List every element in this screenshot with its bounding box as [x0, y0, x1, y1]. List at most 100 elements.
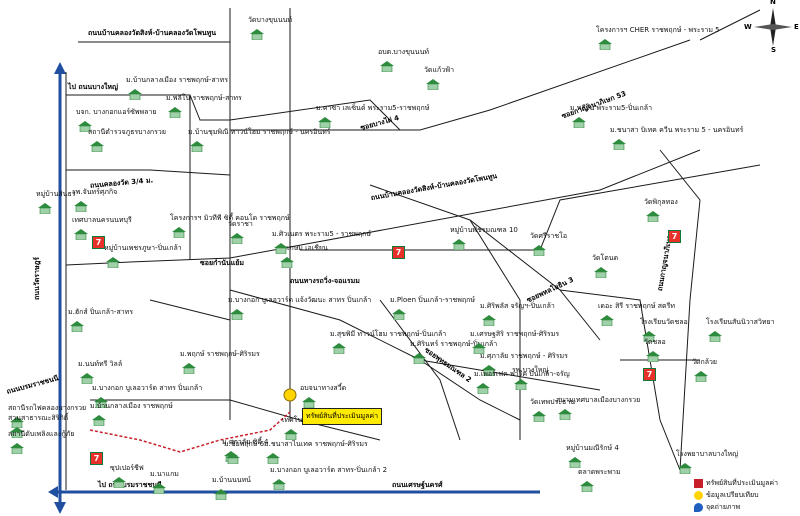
place-label: เดอะ สิรี ราชพฤกษ์ สตรีท	[598, 302, 675, 310]
place-label: ม.ชนาสาไนเทค ราชพฤกษ์-ศิริรมร	[264, 440, 368, 448]
house-icon	[412, 349, 426, 365]
road-arrows	[48, 62, 66, 514]
place-label: ซุปเปอร์ชีฟ	[110, 464, 144, 472]
house-icon	[128, 85, 142, 101]
house-icon	[266, 449, 280, 465]
house-icon	[392, 305, 406, 321]
place-label: ม.บางกอก บูเลอวาร์ด แจ้งวัฒนะ สาทร ปิ่นเ…	[228, 296, 372, 304]
arrow-up-icon	[54, 62, 66, 74]
place-label: วัดบางขุนนนท์	[248, 16, 293, 24]
place-label: ม.บ้านกลางเมือง ราชพฤกษ์-สาทร	[126, 76, 228, 84]
place-label: ม.พลีโน่ ราชพฤกษ์-สาทร	[166, 94, 242, 102]
house-icon	[598, 35, 612, 51]
house-icon	[426, 75, 440, 91]
place-label: หมู่บ้านสินธร	[36, 190, 76, 198]
place-label: ม.ฮักส์ ปิ่นเกล้า-สาทร	[68, 308, 134, 316]
house-icon	[214, 485, 228, 501]
place-label: วัดกล้วย	[692, 358, 718, 366]
house-icon	[70, 317, 84, 333]
place-label: วัดชลอ	[644, 338, 666, 346]
place-label: ม.เศรษฐสิริ ราชพฤกษ์-ศิริรมร	[470, 330, 560, 338]
house-icon	[168, 103, 182, 119]
compass-south: S	[771, 46, 777, 54]
place-label: วัดโตนด	[592, 254, 619, 262]
house-icon	[694, 367, 708, 383]
house-icon	[472, 339, 486, 355]
legend-swatch-icon	[694, 478, 703, 488]
place-label: รพ.จันทร์ศุภกิจ	[72, 188, 118, 196]
place-label: ม.คาซ่า เลเซ็นด์ พระราม5-ราชพฤกษ์	[316, 104, 430, 112]
place-label: วัดศรีราชโอ	[530, 232, 568, 240]
place-label: โรงพยาบาลบางใหญ่	[676, 450, 739, 458]
house-icon	[572, 113, 586, 129]
place-label: ม.Ploen ปิ่นเกล้า-ราชพฤกษ์	[390, 296, 476, 304]
house-icon	[230, 305, 244, 321]
place-label: ม.นาแกม	[150, 470, 179, 478]
place-label: บจก. บางกอกแอร์ซัพพลาย	[76, 108, 157, 116]
house-icon	[230, 229, 244, 245]
place-label: ม.ชนาสา บิเทค ควีน พระราม 5 - นครอินทร์	[610, 126, 744, 134]
convenience-store-icon: 7	[90, 452, 103, 465]
arrow-down-icon	[54, 502, 66, 514]
legend-label: ทรัพย์สินที่ประเมินมูลค่า	[706, 479, 779, 487]
house-icon	[302, 393, 316, 409]
arrow-left-icon	[48, 486, 58, 498]
house-icon	[190, 137, 204, 153]
road-label-vertical-left: ถนนวัดราษฎร์	[33, 256, 41, 300]
house-icon	[476, 379, 490, 395]
convenience-store-icon: 7	[92, 236, 105, 249]
house-icon	[612, 135, 626, 151]
place-label: อบจนาทางสวี์ด	[300, 384, 347, 392]
house-icon	[452, 235, 466, 251]
house-icon	[274, 239, 288, 255]
house-icon	[532, 407, 546, 423]
place-label: ม.ศิรินทร์ ราชพฤกษ์-ปิ่นเกล้า	[410, 340, 498, 348]
house-icon	[106, 253, 120, 269]
place-label: ม.ศุภาลัย ราชพฤกษ์ - ศิริรมร	[480, 352, 568, 360]
road-label-center-horizontal: ถนนทางรถวิ่ง-จอแรมม	[290, 277, 360, 285]
legend-item-comparison: ข้อมูลเปรียบเทียบ	[694, 490, 759, 501]
place-label: เทศบาลนครนนทบุรี	[72, 216, 132, 224]
house-icon	[708, 327, 722, 343]
convenience-store-icon: 7	[668, 230, 681, 243]
place-label: ม.บ้านชุมพิณี ทาวน์โฮม ราชพฤกษ์ - นครอิน…	[188, 128, 331, 136]
place-label: ม.พฤกษ์ ราชพฤกษ์-ศิริรมร	[180, 350, 260, 358]
compass-rose: N S E W	[744, 0, 799, 54]
property-callout: ทรัพย์สินที่ประเมินมูลค่า	[302, 408, 383, 425]
place-label: หมู่บ้านมณีรักษ์ 4	[566, 444, 619, 452]
property-marker-icon	[283, 388, 297, 402]
place-label: วัดราชา	[228, 220, 253, 228]
place-label: วัดเทพประธาน	[530, 398, 576, 406]
house-icon	[112, 473, 126, 489]
place-label: สถานีดับเพลิงและกู้ภัย	[8, 430, 75, 438]
place-label: ม.นนท์ทรี วิลล์	[78, 360, 123, 368]
house-icon	[332, 339, 346, 355]
place-label: ม.บ้านนนทน์	[212, 476, 251, 484]
place-label: ม.ศิวเนตร พระราม5 - ราชพฤกษ์	[272, 230, 371, 238]
place-label: โรงเรียนสันนิวาสวิทยา	[706, 318, 775, 326]
road-label-cross-center: ซอยกำนันแย้ม	[200, 259, 245, 267]
place-label: หมู่บ้านพัชรมณฑล 10	[450, 226, 518, 234]
house-icon	[568, 453, 582, 469]
house-icon	[74, 225, 88, 241]
place-label: ม.ศุภาลัย ซิตี้ 4	[222, 438, 269, 446]
place-label: ม.สุขพิมี ทาวน์โฮม ราชพฤกษ์-ปิ่นเกล้า	[330, 330, 447, 338]
house-icon	[532, 241, 546, 257]
place-label: อบต.บางขุนนนท์	[378, 48, 429, 56]
place-label: โรงเรียนวัดชลอ	[640, 318, 688, 326]
house-icon	[172, 223, 186, 239]
house-icon	[38, 199, 52, 215]
place-label: ม.พลีโน่ พระราม5-ปิ่นเกล้า	[570, 104, 653, 112]
road-label-bottom-right: ถนนเศรษฐ์นครศ์	[392, 481, 443, 489]
place-label: สถานีตำรวจภูธรบางกรวย	[88, 128, 166, 136]
house-icon	[642, 327, 656, 343]
house-icon	[10, 439, 24, 455]
place-label: ม.บางกอก บูเลอวาร์ด สาทร ปิ่นเกล้า	[92, 384, 203, 392]
compass-icon	[754, 8, 792, 46]
place-label: วัดพิกุลทอง	[644, 198, 678, 206]
house-icon	[92, 411, 106, 427]
legend-item-photo-point: จุดถ่ายภาพ	[694, 502, 740, 513]
legend-swatch-icon	[694, 490, 703, 500]
place-label: สนามเทศบาลเมืองบางกรวย	[556, 396, 641, 404]
house-icon	[318, 113, 332, 129]
